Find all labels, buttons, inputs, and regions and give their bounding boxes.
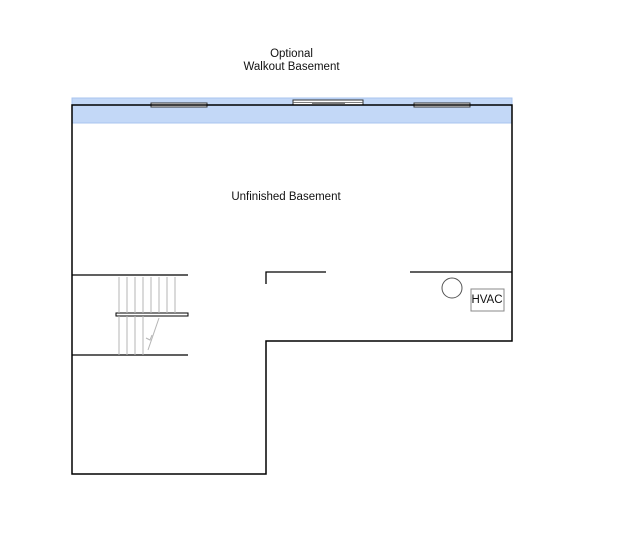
partition-wall-left <box>265 271 326 284</box>
walkout-band <box>71 97 513 124</box>
room-label-unfinished-basement: Unfinished Basement <box>231 191 341 203</box>
stair-treads <box>118 277 176 355</box>
hvac-unit <box>470 288 505 312</box>
hvac-label: HVAC <box>471 294 503 306</box>
water-heater-icon <box>441 277 463 299</box>
stair-landing-rail <box>115 312 189 317</box>
plan-title-line-1: Optional <box>270 48 313 60</box>
stair-direction-arrow <box>145 317 160 351</box>
exterior-wall <box>71 104 513 475</box>
plan-title-line-2: Walkout Basement <box>243 61 340 73</box>
sliding-door <box>292 99 364 106</box>
